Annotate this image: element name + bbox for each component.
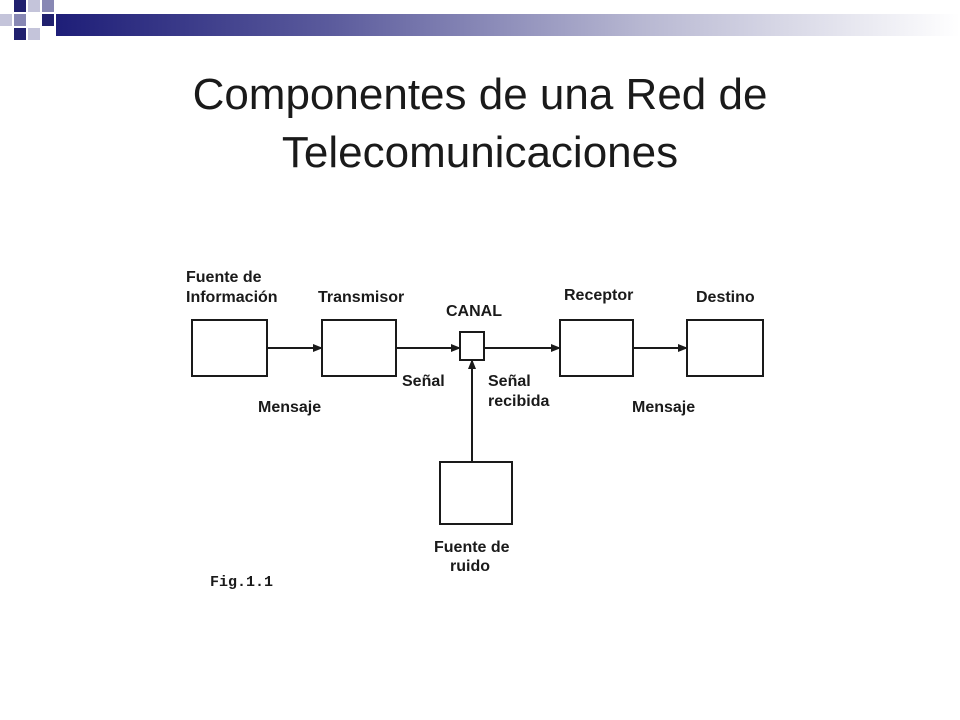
receiver-label: Receptor xyxy=(564,287,633,304)
signal-label: Señal xyxy=(402,373,445,390)
transmitter-block xyxy=(321,319,397,377)
message-out-label: Mensaje xyxy=(632,399,695,416)
page-title: Componentes de una Red de Telecomunicaci… xyxy=(192,70,768,177)
noise-label-1: Fuente de xyxy=(434,539,510,556)
transmitter-label: Transmisor xyxy=(318,289,404,306)
received-signal-label-1: Señal xyxy=(488,373,531,390)
diagram-canvas: Fuente de Información Transmisor CANAL R… xyxy=(186,269,764,591)
decor-square xyxy=(14,28,26,40)
decor-square xyxy=(28,28,40,40)
decor-square xyxy=(42,0,54,12)
message-in-label: Mensaje xyxy=(258,399,321,416)
channel-block xyxy=(459,331,485,361)
decor-square xyxy=(14,0,26,12)
receiver-block xyxy=(559,319,634,377)
destination-label: Destino xyxy=(696,289,755,306)
decor-square xyxy=(14,14,26,26)
destination-block xyxy=(686,319,764,377)
decor-square xyxy=(28,0,40,12)
source-label-1: Fuente de xyxy=(186,269,262,286)
telecom-block-diagram: Fuente de Información Transmisor CANAL R… xyxy=(150,240,790,605)
gradient-stripe xyxy=(56,14,960,36)
noise-source-block xyxy=(439,461,513,525)
source-block xyxy=(191,319,268,377)
source-label-2: Información xyxy=(186,289,278,306)
title-decoration xyxy=(0,0,960,52)
received-signal-label-2: recibida xyxy=(488,393,549,410)
channel-label: CANAL xyxy=(446,303,502,320)
figure-caption: Fig.1.1 xyxy=(210,574,273,591)
noise-label-2: ruido xyxy=(450,558,490,575)
decor-square xyxy=(0,14,12,26)
decor-square xyxy=(42,14,54,26)
